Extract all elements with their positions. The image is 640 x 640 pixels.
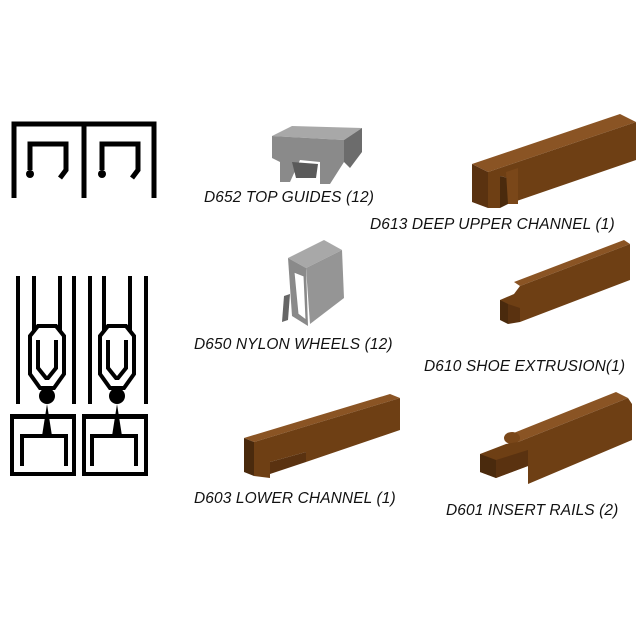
lower-channel-icon <box>244 394 400 478</box>
nylon-wheels-label: D650 NYLON WHEELS (12) <box>194 336 393 353</box>
deep-upper-channel-label: D613 DEEP UPPER CHANNEL (1) <box>370 216 615 233</box>
insert-rails-label: D601 INSERT RAILS (2) <box>446 502 619 519</box>
top-guides-label: D652 TOP GUIDES (12) <box>204 189 374 206</box>
shoe-extrusion-label: D610 SHOE EXTRUSION(1) <box>424 358 626 375</box>
nylon-wheel-icon <box>282 240 344 326</box>
top-guide-icon <box>272 126 362 184</box>
lower-channel-label: D603 LOWER CHANNEL (1) <box>194 490 396 507</box>
top-track-cross-section-icon <box>11 121 157 198</box>
deep-upper-channel-icon <box>472 114 636 208</box>
shoe-extrusion-icon <box>500 240 630 324</box>
insert-rails-icon <box>480 392 632 484</box>
bottom-track-cross-section-icon <box>10 276 148 476</box>
